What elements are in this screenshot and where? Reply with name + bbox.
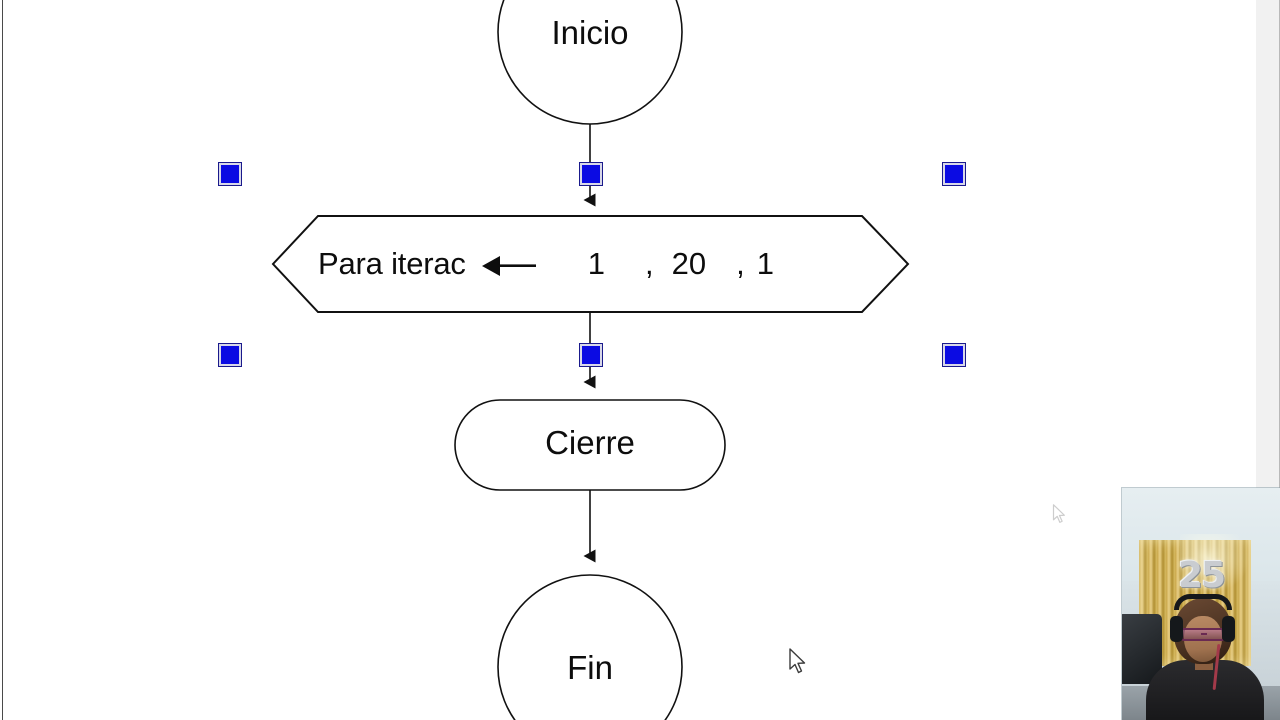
headset-band (1174, 594, 1232, 610)
number-balloons: 25 (1177, 554, 1226, 596)
loop-from-value[interactable]: 1 (587, 246, 605, 281)
curtain-highlight (1180, 534, 1250, 594)
selection-handle-bottom-center[interactable] (579, 343, 603, 367)
selection-handle-top-left[interactable] (218, 162, 242, 186)
selection-handle-bottom-right[interactable] (942, 343, 966, 367)
loop-step-value[interactable]: 1 (756, 246, 774, 281)
loop-separator-2: , (736, 246, 745, 281)
eyeglasses-icon (1180, 628, 1226, 641)
canvas-left-border (2, 0, 3, 720)
selection-handle-top-right[interactable] (942, 162, 966, 186)
node-fin-shape (497, 574, 683, 720)
selection-handle-top-center[interactable] (579, 162, 603, 186)
assignment-left-arrow-icon (480, 251, 538, 277)
node-cierre-label[interactable]: Cierre (545, 424, 635, 461)
loop-separator-1: , (644, 246, 654, 281)
node-para-shape (271, 215, 910, 313)
webcam-person-torso (1146, 660, 1264, 720)
selection-handle-bottom-left[interactable] (218, 343, 242, 367)
scrollbar-track-inner (1252, 0, 1256, 720)
node-fin-label[interactable]: Fin (567, 649, 613, 686)
headset-earcup-right (1222, 616, 1235, 642)
headset-earcup-left (1170, 616, 1183, 642)
node-inicio-label[interactable]: Inicio (551, 14, 629, 51)
loop-to-value[interactable]: 20 (671, 246, 707, 281)
loop-variable-label[interactable]: Para iterac (318, 246, 466, 281)
node-para-content[interactable]: Para iterac 1 , 20 , 1 (318, 238, 774, 290)
webcam-overlay[interactable]: 25 (1122, 488, 1280, 720)
